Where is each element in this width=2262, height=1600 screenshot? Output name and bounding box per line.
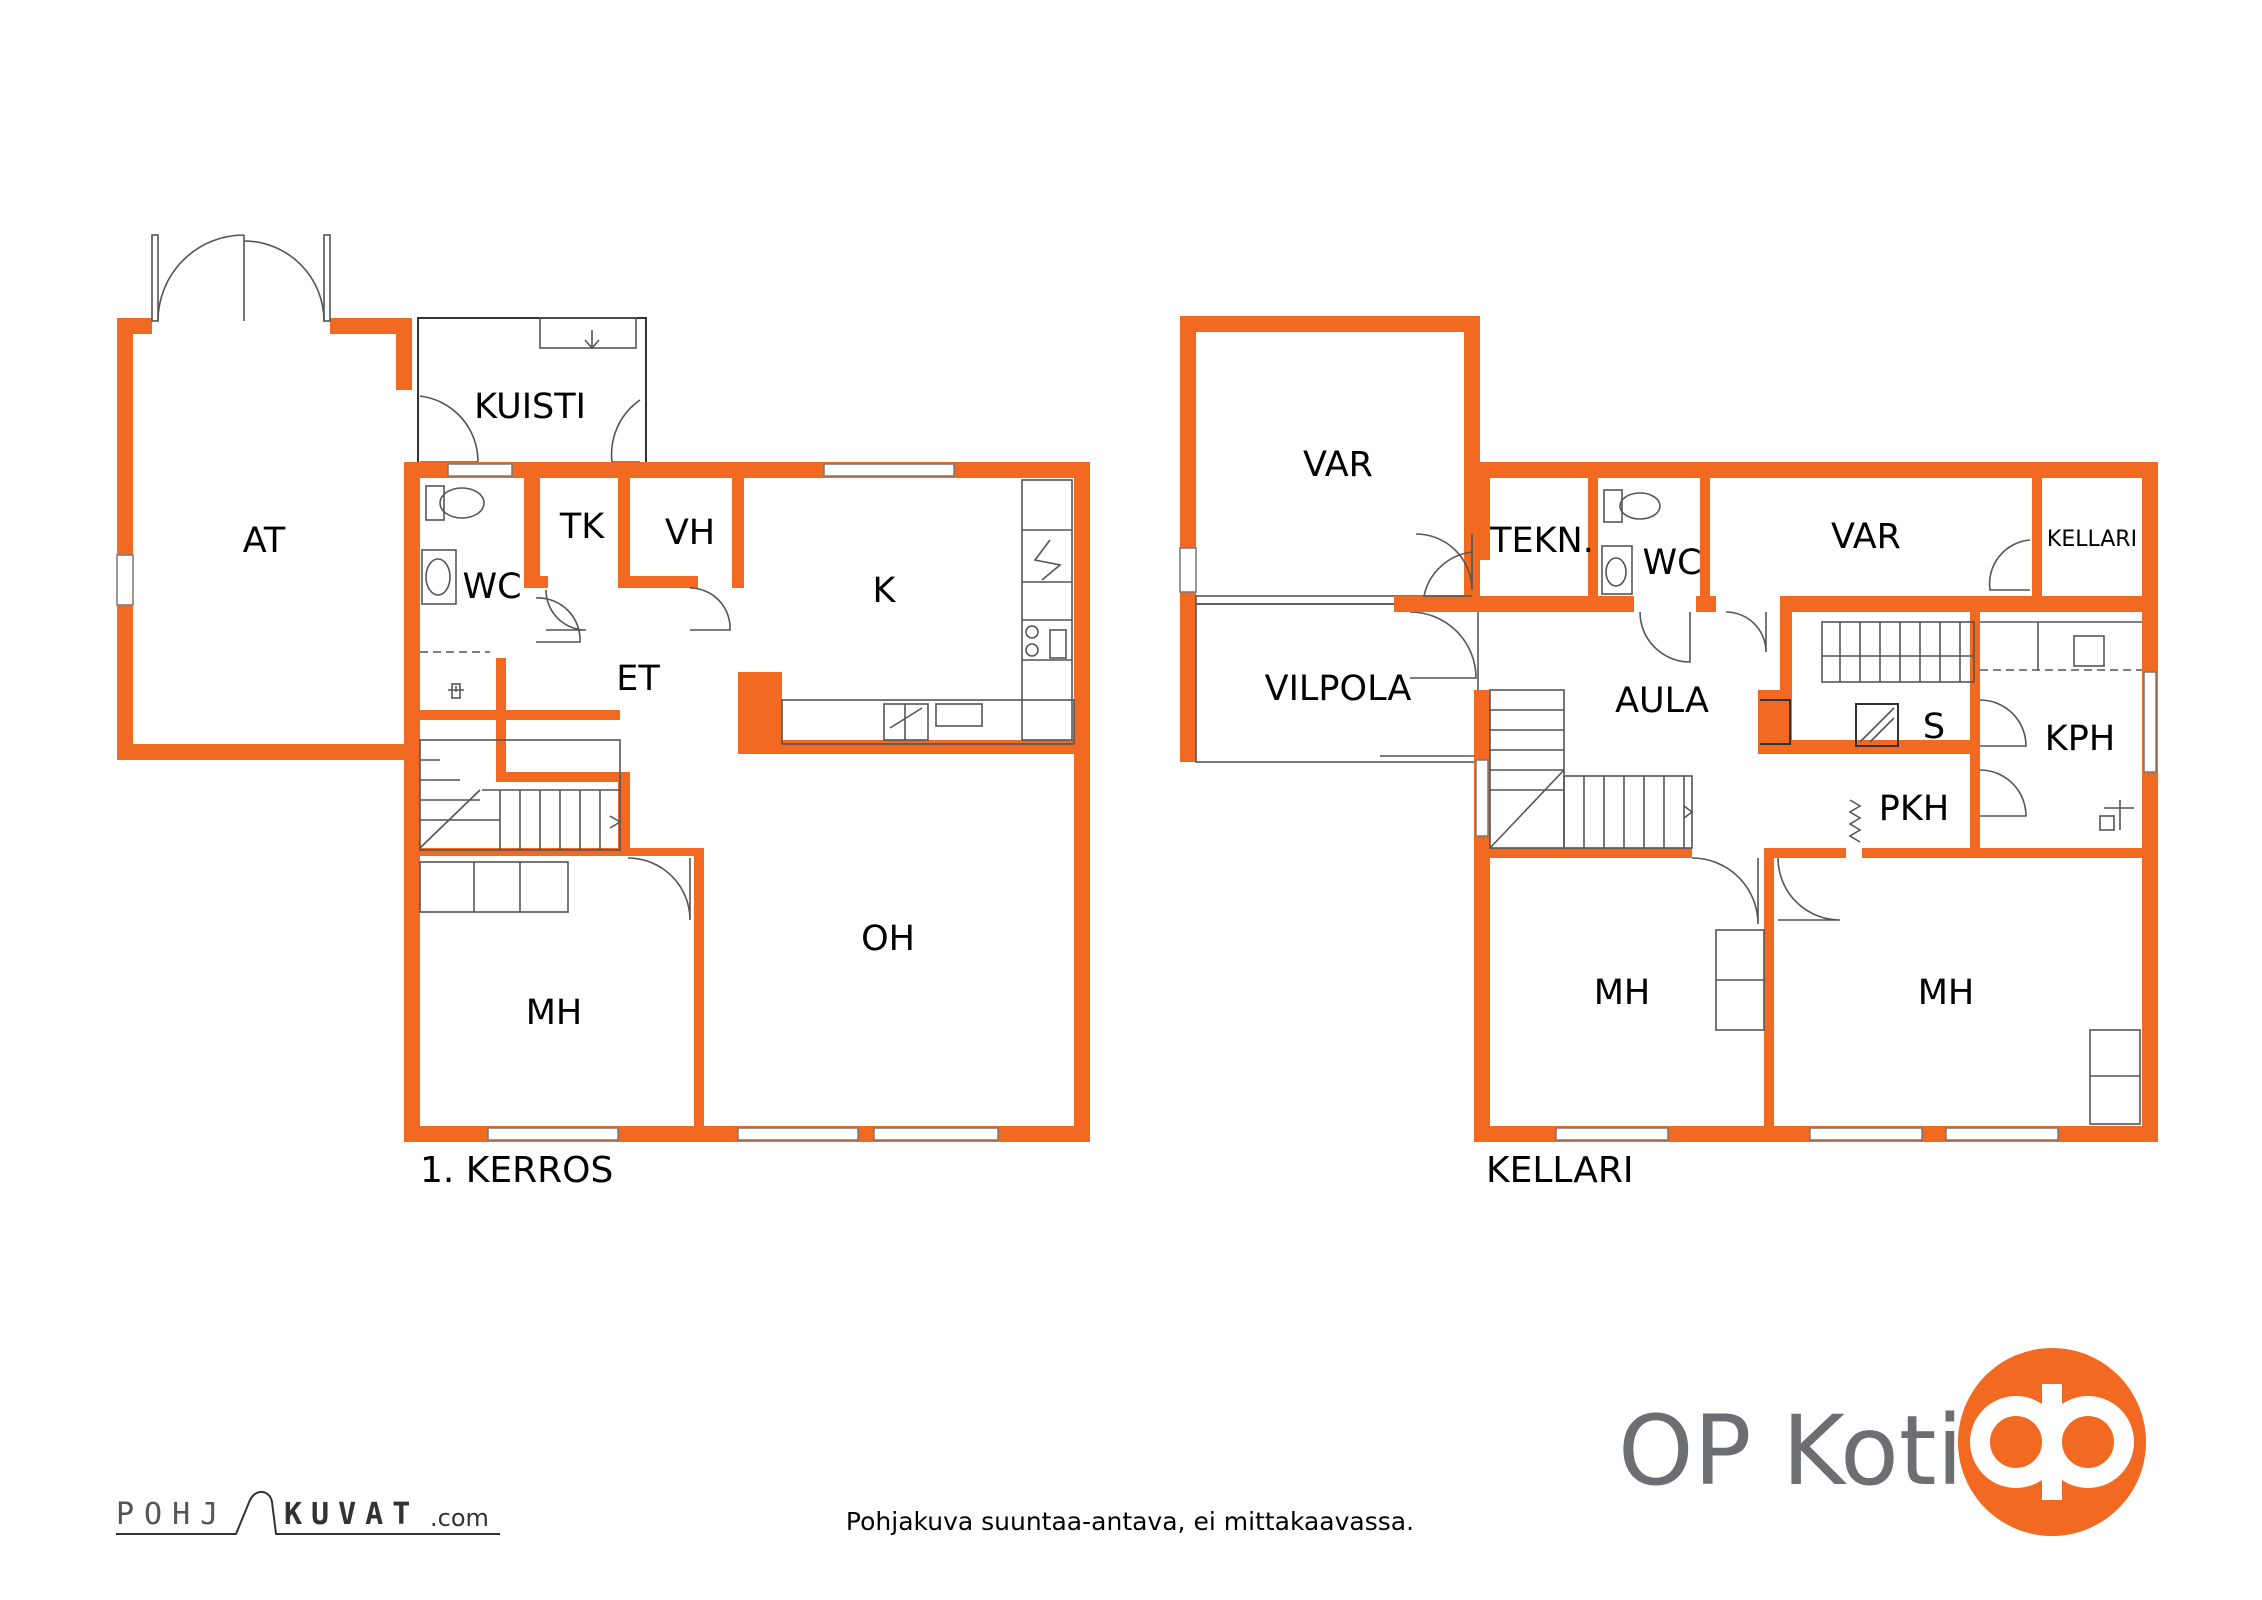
room-label-k: K — [873, 571, 897, 611]
room-label-vh: VH — [665, 513, 715, 553]
room-label-tk: TK — [559, 507, 605, 547]
brand-name: OP Koti — [1618, 1395, 1963, 1507]
room-label-var-1: VAR — [1303, 445, 1373, 485]
stairs-icon — [1489, 689, 1694, 849]
credit-right: KUVAT — [284, 1497, 419, 1532]
wall-floor1-main — [404, 462, 1090, 1142]
basement-plan: VAR TEKN. WC VAR KELLARI VILPOLA AULA S … — [1179, 316, 2158, 1191]
credit-left: POHJ — [116, 1497, 228, 1532]
sauna-stove-icon — [1758, 690, 1899, 754]
disclaimer-text: Pohjakuva suuntaa-antava, ei mittakaavas… — [846, 1507, 1414, 1536]
room-label-wc: WC — [1642, 543, 1701, 583]
wardrobe-icon — [1715, 929, 1765, 1031]
room-label-vilpola: VILPOLA — [1265, 669, 1412, 709]
wall-basement-main — [1394, 462, 2158, 1142]
credit-suffix: .com — [430, 1504, 489, 1532]
shower-icon — [448, 683, 464, 699]
wardrobe-icon — [2089, 1029, 2141, 1125]
room-label-mh: MH — [526, 993, 583, 1033]
room-label-pkh: PKH — [1879, 789, 1949, 829]
kitchen-counter-icon — [781, 479, 1075, 745]
room-label-mh-2: MH — [1918, 973, 1975, 1013]
wall-basement-interior — [1490, 478, 2158, 1142]
op-logo-icon — [1958, 1348, 2146, 1536]
toilet-icon — [425, 485, 485, 521]
room-label-at: AT — [243, 521, 286, 561]
room-label-wc: WC — [462, 567, 521, 607]
room-label-kellari: KELLARI — [2047, 527, 2137, 552]
sink-icon — [1601, 545, 1633, 595]
floor-1-plan: AT KUISTI WC TK VH K ET OH MH 1. KERROS — [116, 234, 1090, 1191]
room-label-et: ET — [616, 659, 660, 699]
stairs-icon — [1821, 621, 1975, 683]
room-label-var-2: VAR — [1831, 517, 1901, 557]
floor-label-basement: KELLARI — [1486, 1150, 1634, 1191]
room-label-kph: KPH — [2045, 719, 2115, 759]
room-label-oh: OH — [861, 919, 915, 959]
wall-floor1-interior — [420, 462, 1074, 1136]
room-label-kuisti: KUISTI — [474, 387, 586, 427]
room-label-aula: AULA — [1615, 681, 1709, 721]
wall-at — [116, 318, 412, 760]
sink-icon — [421, 549, 457, 605]
room-label-tekn: TEKN. — [1489, 521, 1594, 561]
toilet-icon — [1603, 489, 1661, 523]
pohjakuvat-logo: POHJ KUVAT .com — [116, 1491, 500, 1535]
floor-label-1: 1. KERROS — [420, 1150, 613, 1191]
wardrobe-icon — [419, 861, 569, 913]
garage-door-icon — [151, 234, 331, 322]
room-label-mh-1: MH — [1594, 973, 1651, 1013]
stairs-icon — [419, 739, 622, 851]
room-label-s: S — [1923, 707, 1945, 747]
